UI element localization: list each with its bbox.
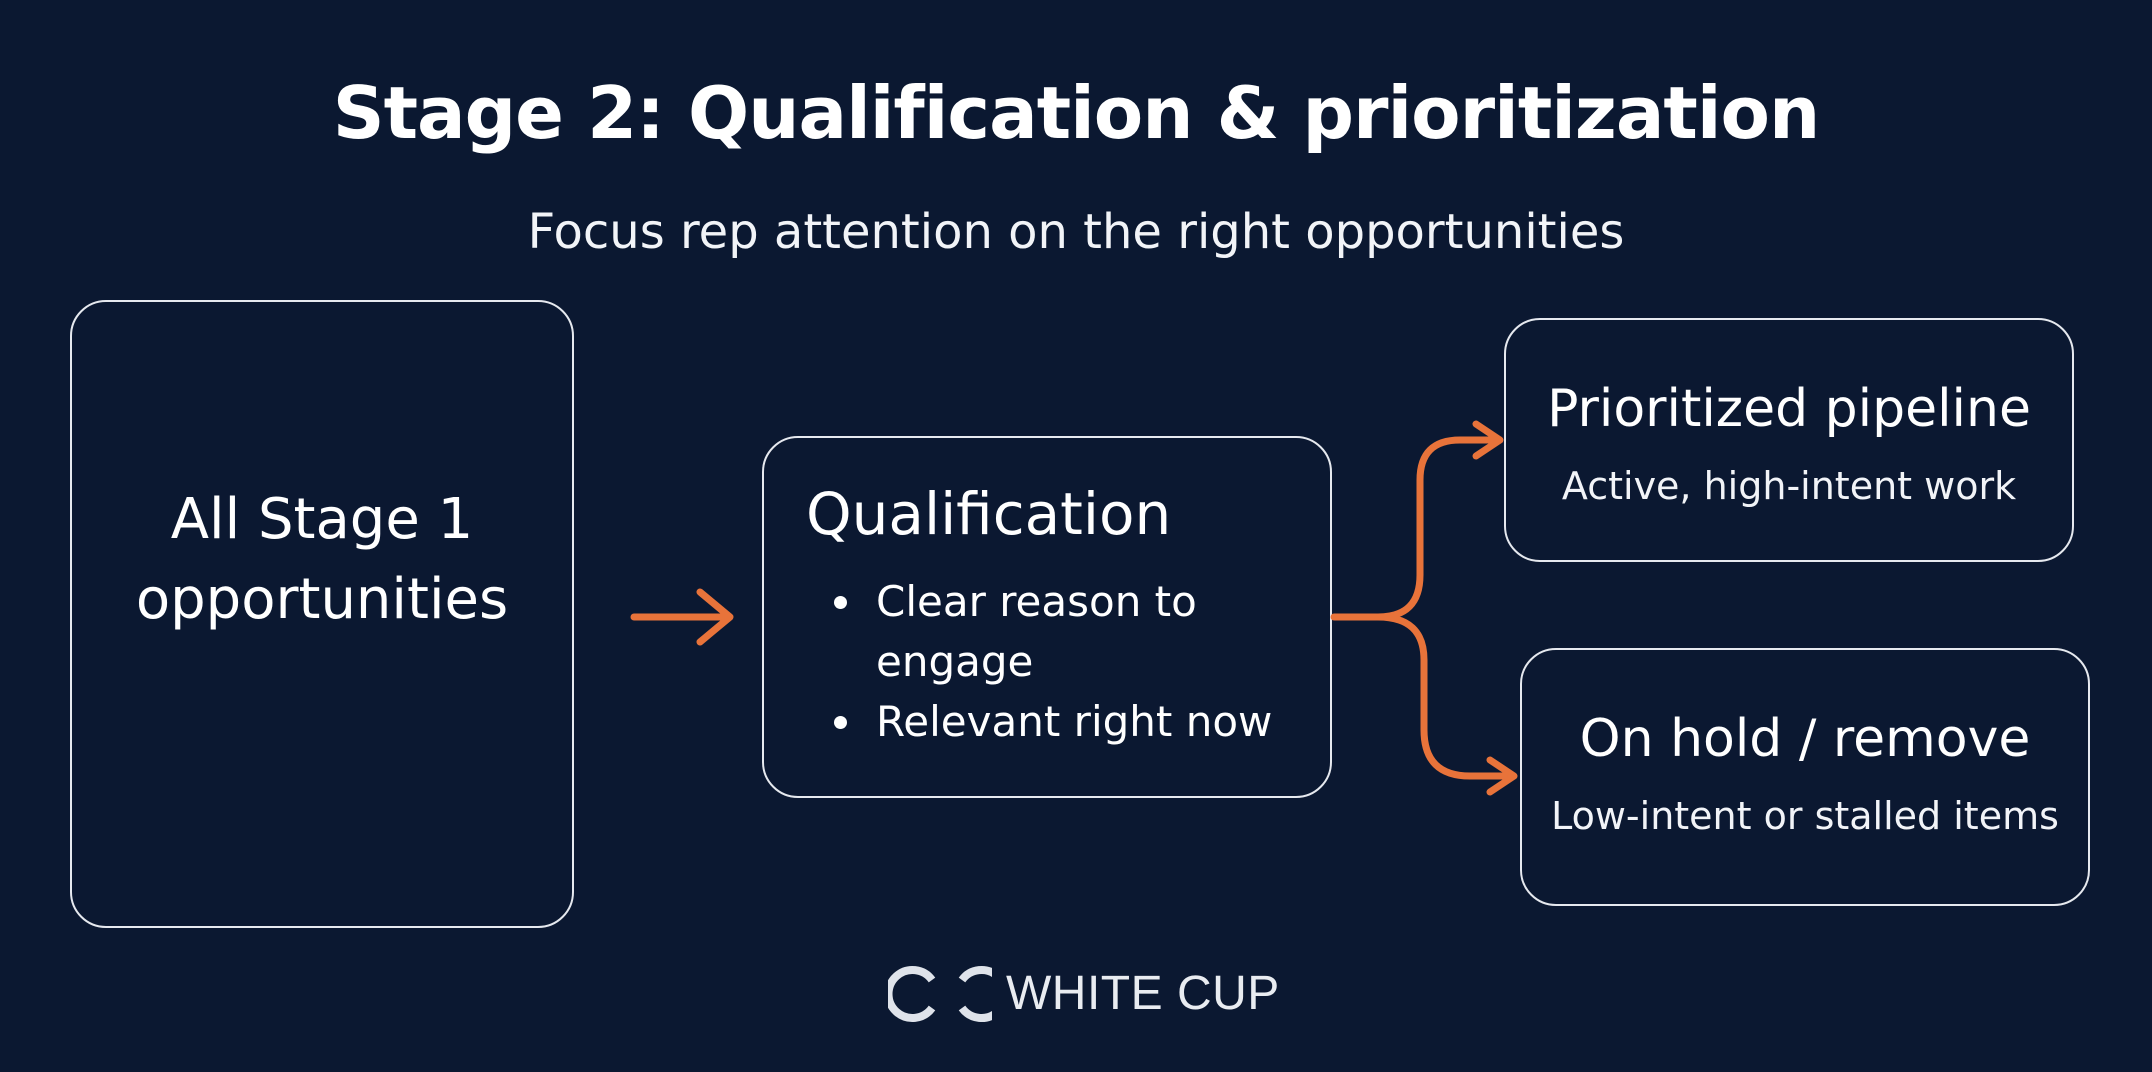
- prioritized-pipeline-description: Active, high-intent work: [1561, 464, 2017, 508]
- logo-text: WHITE CUP: [1006, 967, 1280, 1020]
- prioritized-pipeline-box: Prioritized pipeline Active, high-intent…: [1504, 318, 2074, 562]
- slide-title: Stage 2: Qualification & prioritization: [332, 71, 1820, 155]
- qualification-criteria-list: Clear reason to engage Relevant right no…: [808, 572, 1308, 752]
- bullet-icon: [834, 716, 847, 729]
- stage1-label: All Stage 1 opportunities: [72, 480, 572, 640]
- criteria-text: Relevant right now: [876, 697, 1273, 746]
- criteria-text: Clear reason to engage: [876, 577, 1197, 686]
- white-cup-logo-icon: [888, 966, 992, 1022]
- stage1-label-line1: All Stage 1: [170, 487, 474, 552]
- arrow-right-icon: [630, 588, 734, 646]
- white-cup-logo: WHITE CUP: [888, 964, 1280, 1024]
- criteria-item: Relevant right now: [808, 692, 1308, 752]
- on-hold-remove-title: On hold / remove: [1579, 709, 2031, 769]
- stage1-label-line2: opportunities: [135, 567, 509, 632]
- on-hold-remove-box: On hold / remove Low-intent or stalled i…: [1520, 648, 2090, 906]
- stage1-opportunities-box: All Stage 1 opportunities: [70, 300, 574, 928]
- prioritized-pipeline-title: Prioritized pipeline: [1547, 379, 2031, 439]
- bullet-icon: [834, 596, 847, 609]
- slide-subtitle: Focus rep attention on the right opportu…: [527, 204, 1625, 260]
- criteria-item: Clear reason to engage: [808, 572, 1308, 692]
- branch-arrow-icon: [1330, 420, 1518, 796]
- on-hold-remove-description: Low-intent or stalled items: [1551, 794, 2059, 838]
- qualification-title: Qualification: [806, 480, 1172, 548]
